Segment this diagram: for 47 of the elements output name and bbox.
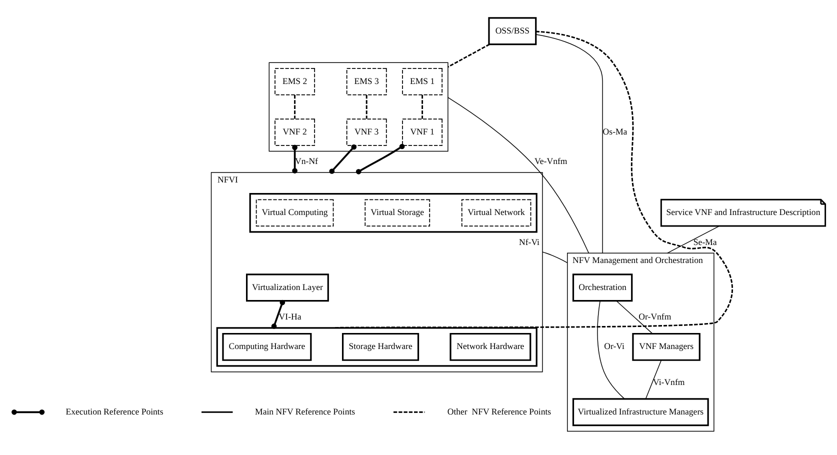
legend-label: Execution Reference Points xyxy=(66,406,164,416)
edge-label: VI-Ha xyxy=(278,312,302,322)
connector xyxy=(366,95,368,119)
edge-label: Vi-Vnfm xyxy=(653,376,685,387)
connector xyxy=(271,300,286,329)
connector xyxy=(422,95,424,119)
node-box: VNF 2 xyxy=(274,118,316,146)
connector xyxy=(356,144,405,174)
node-box: OSS/BSS xyxy=(488,17,537,46)
node-box: Virtual Network xyxy=(461,199,532,226)
connector xyxy=(666,226,720,254)
connector xyxy=(448,44,490,68)
edge-label: Ve-Vnfm xyxy=(534,156,568,166)
legend-label: Main NFV Reference Points xyxy=(255,406,356,416)
legend-label: Other NFV Reference Points xyxy=(447,406,552,416)
edge-label: Os-Ma xyxy=(602,126,628,137)
node-box: Virtual Storage xyxy=(364,199,430,226)
node-box: Storage Hardware xyxy=(342,332,420,361)
node-box: Virtualization Layer xyxy=(246,274,329,302)
connector xyxy=(616,300,653,334)
node-box: VNF 1 xyxy=(402,118,443,146)
edge-label: Or-Vi xyxy=(604,341,624,352)
node-box: Virtual Computing xyxy=(256,199,334,226)
edge-label: Nf-Vi xyxy=(519,236,540,247)
node-box: VNF Managers xyxy=(632,332,700,361)
node-box: EMS 1 xyxy=(402,68,443,96)
connector xyxy=(334,30,733,329)
connector xyxy=(597,300,625,400)
connector xyxy=(292,144,298,174)
node-box: Computing Hardware xyxy=(222,332,312,361)
connector xyxy=(542,252,568,264)
cluster xyxy=(216,327,538,367)
node-box: Virtualized Infrastructure Managers xyxy=(572,398,709,426)
node-box: EMS 2 xyxy=(274,68,316,96)
node-box: VNF 3 xyxy=(346,118,387,146)
connector xyxy=(329,144,357,174)
connector xyxy=(645,360,662,400)
cluster xyxy=(249,192,538,233)
node-box: Network Hardware xyxy=(450,332,532,361)
edge-label: Vn-Nf xyxy=(295,156,318,166)
connector xyxy=(294,95,296,119)
connector xyxy=(536,34,603,254)
node-box: EMS 3 xyxy=(346,68,387,96)
connector xyxy=(448,97,590,254)
edge-label: Or-Vnfm xyxy=(638,312,672,322)
node-box: Orchestration xyxy=(572,274,633,302)
edge-label: Se-Ma xyxy=(693,236,717,247)
